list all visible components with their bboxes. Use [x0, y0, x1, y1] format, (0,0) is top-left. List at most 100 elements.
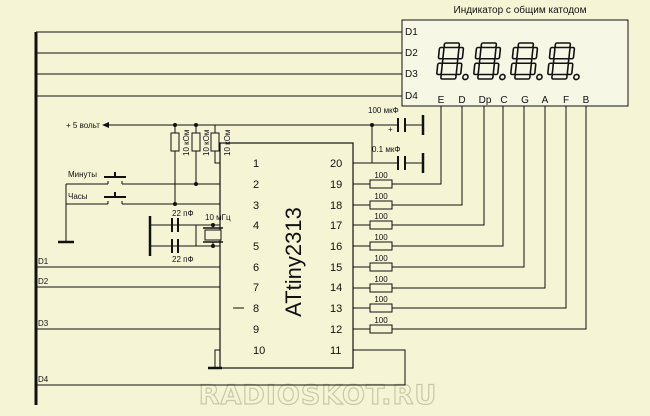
- digit-segment: [474, 46, 482, 60]
- crystal-freq-label: 10 мГц: [205, 213, 231, 222]
- segment-label-e: E: [438, 95, 445, 106]
- mcu-pin-12: 12: [330, 324, 342, 336]
- digit-decimal-point: [499, 73, 506, 81]
- resistor-label-18: 100: [374, 192, 388, 201]
- mcu-pin-8: 8: [253, 303, 259, 315]
- button-minutes-label: Минуты: [68, 170, 97, 179]
- mcu-pin-14: 14: [330, 282, 342, 294]
- crystal-circuit: [148, 216, 223, 256]
- display-title: Индикатор с общим катодом: [454, 4, 587, 16]
- display-pin-d2: D2: [405, 48, 418, 59]
- display-pin-d3: D3: [405, 69, 418, 80]
- buttons: [58, 172, 196, 244]
- digit-segment: [494, 46, 502, 60]
- mcu-left-wires: [36, 155, 244, 370]
- cap-100uf-label: 100 мкФ: [368, 106, 399, 115]
- resistor-label-17: 100: [374, 212, 388, 221]
- supply-arrow: [102, 122, 109, 128]
- digit-segment: [531, 46, 539, 60]
- segment-label-dp: Dp: [479, 95, 492, 106]
- bus-label-d4: D4: [38, 375, 49, 384]
- resistor-label-14: 100: [374, 275, 388, 284]
- segment-label-c: C: [500, 95, 507, 106]
- pullup-r3-label: 10 кОм: [223, 130, 232, 156]
- mcu-pin-18: 18: [330, 200, 342, 212]
- digit-segment: [492, 62, 500, 76]
- digit-segment: [455, 62, 463, 76]
- digit-segment: [480, 42, 498, 49]
- cap-100uf-polarity: +: [388, 125, 393, 134]
- mcu-name: ATtiny2313: [281, 207, 306, 317]
- button-hours-label: Часы: [68, 192, 88, 201]
- mcu-pin-7: 7: [253, 282, 259, 294]
- digit-segment: [473, 62, 481, 76]
- bus-label-d1: D1: [38, 257, 49, 266]
- resistor-label-15: 100: [374, 254, 388, 263]
- mcu-pin-17: 17: [330, 220, 342, 232]
- mcu-pin-13: 13: [330, 303, 342, 315]
- segment-label-b: B: [583, 95, 590, 106]
- digit-decimal-point: [573, 73, 580, 81]
- digit-segment: [552, 57, 570, 65]
- display-digit: [547, 42, 580, 81]
- crystal-cap-top-label: 22 пФ: [172, 209, 194, 218]
- mcu-pin-16: 16: [330, 241, 342, 253]
- segment-label-f: F: [563, 95, 569, 106]
- digit-decimal-point: [462, 73, 469, 81]
- display-pin-d1: D1: [405, 27, 418, 38]
- digit-segment: [440, 73, 457, 80]
- digit-segment: [436, 62, 444, 76]
- digit-segment: [515, 57, 533, 65]
- mcu-pin-3: 3: [253, 200, 259, 212]
- display-pin-d4: D4: [405, 91, 418, 102]
- mcu-pin-9: 9: [253, 324, 259, 336]
- mcu-pin-15: 15: [330, 262, 342, 274]
- digit-segment: [529, 62, 537, 76]
- supply-rail: [108, 115, 425, 204]
- digit-segment: [510, 62, 518, 76]
- digit-segment: [443, 42, 461, 49]
- mcu-pin-20: 20: [330, 158, 342, 170]
- mcu-pin-1: 1: [253, 158, 259, 170]
- mcu-pin-5: 5: [253, 241, 259, 253]
- mcu-pin-19: 19: [330, 179, 342, 191]
- crystal-cap-bottom-label: 22 пФ: [172, 255, 194, 264]
- digit-segment: [517, 42, 535, 49]
- digit-segment: [478, 57, 496, 65]
- segment-label-a: A: [542, 95, 549, 106]
- segment-label-g: G: [521, 95, 529, 106]
- cap-01uf-label: 0.1 мкФ: [372, 145, 400, 154]
- bus-label-d2: D2: [38, 277, 49, 286]
- digit-segment: [547, 62, 555, 76]
- mcu-body: [219, 142, 354, 369]
- digit-segment: [441, 57, 459, 65]
- digit-segment: [551, 73, 568, 80]
- display-digit: [436, 42, 469, 81]
- mcu-pin-4: 4: [253, 220, 259, 232]
- display-digits: [436, 42, 580, 81]
- segment-resistors: [369, 179, 393, 334]
- digit-segment: [566, 62, 574, 76]
- resistor-label-12: 100: [374, 316, 388, 325]
- mcu-pin-10: 10: [253, 345, 265, 357]
- bus-label-d3: D3: [38, 319, 49, 328]
- display-digit: [510, 42, 543, 81]
- supply-label: + 5 вольт: [66, 121, 100, 130]
- digit-segment: [437, 46, 445, 60]
- display-digit: [473, 42, 506, 81]
- segment-label-d: D: [458, 95, 465, 106]
- digit-segment: [511, 46, 519, 60]
- segment-wires: [392, 106, 587, 330]
- pullup-resistors: [170, 132, 220, 152]
- pullup-r1-label: 10 кОм: [182, 130, 191, 156]
- mcu-pin-6: 6: [253, 262, 259, 274]
- mcu-pin-2: 2: [253, 179, 259, 191]
- digit-segment: [457, 46, 465, 60]
- mcu-pin-11: 11: [330, 345, 341, 357]
- digit-segment: [568, 46, 576, 60]
- digit-segment: [477, 73, 494, 80]
- digit-segment: [554, 42, 572, 49]
- digit-decimal-point: [536, 73, 543, 81]
- resistor-label-13: 100: [374, 295, 388, 304]
